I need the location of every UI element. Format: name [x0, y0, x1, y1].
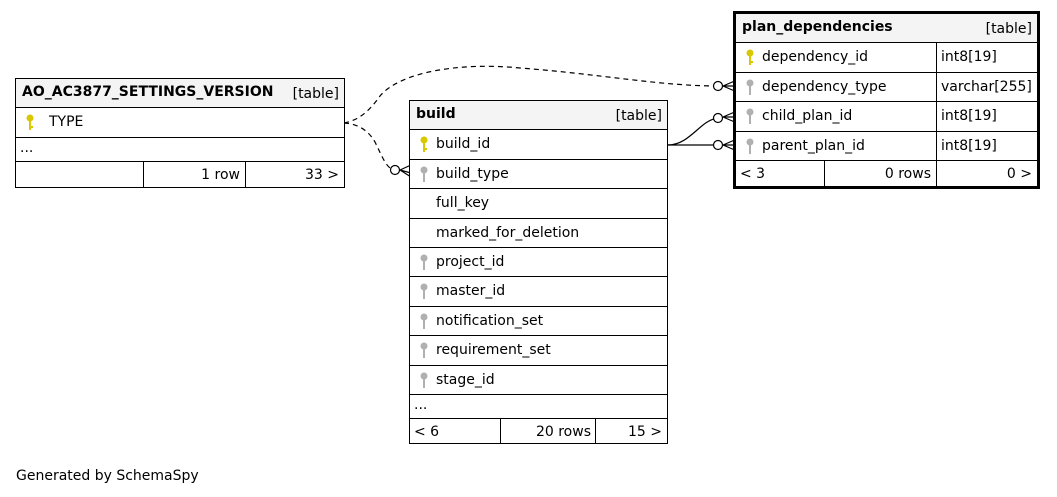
column-name: stage_id: [436, 371, 495, 388]
more-columns-row: ...: [16, 138, 344, 162]
footer-rowcount: 1 row: [201, 166, 240, 183]
column-row[interactable]: parent_plan_id int8[19]: [736, 131, 1037, 161]
foreign-key-icon: [420, 283, 428, 300]
table-ao-settings-version[interactable]: AO_AC3877_SETTINGS_VERSION [table] TYPE …: [15, 78, 345, 188]
column-row[interactable]: marked_for_deletion: [410, 219, 667, 248]
column-row[interactable]: build_type: [410, 160, 667, 190]
link-end-circle: [712, 112, 724, 124]
footer-parents: 15 >: [628, 423, 662, 440]
column-row[interactable]: master_id: [410, 277, 667, 307]
column-name: TYPE: [49, 114, 84, 131]
column-row[interactable]: dependency_type varchar[255]: [736, 72, 1037, 103]
footer-rowcount: 0 rows: [884, 165, 931, 182]
column-type: int8[19]: [941, 108, 997, 125]
table-footer: 1 row 33 >: [16, 161, 344, 187]
column-type: int8[19]: [941, 137, 997, 154]
column-row[interactable]: dependency_id int8[19]: [736, 43, 1037, 73]
column-name: notification_set: [436, 312, 544, 329]
table-footer: < 6 20 rows 15 >: [410, 418, 667, 443]
foreign-key-icon: [746, 79, 754, 95]
table-header: plan_dependencies [table]: [736, 14, 1037, 44]
table-header: build [table]: [410, 101, 667, 131]
link-end-circle: [712, 80, 724, 92]
column-type: varchar[255]: [941, 78, 1032, 95]
column-name: project_id: [436, 253, 505, 270]
column-row[interactable]: TYPE: [16, 108, 344, 138]
column-name: dependency_id: [762, 49, 869, 66]
primary-key-icon: [420, 136, 428, 153]
table-name: AO_AC3877_SETTINGS_VERSION: [22, 84, 274, 100]
column-name: full_key: [436, 195, 490, 212]
table-kind: [table]: [985, 21, 1032, 37]
column-name: marked_for_deletion: [436, 224, 580, 241]
footer-parents: 33 >: [305, 166, 339, 183]
footer-children: < 6: [414, 423, 440, 440]
foreign-key-icon: [746, 138, 754, 154]
table-header: AO_AC3877_SETTINGS_VERSION [table]: [16, 79, 344, 109]
column-name: build_type: [436, 165, 509, 182]
ellipsis: ...: [20, 139, 34, 156]
link-end-circle: [712, 139, 724, 151]
table-name: plan_dependencies: [742, 19, 893, 35]
foreign-key-icon: [420, 254, 428, 270]
column-row[interactable]: child_plan_id int8[19]: [736, 102, 1037, 132]
footer-rowcount: 20 rows: [535, 423, 591, 440]
primary-key-icon: [746, 49, 754, 66]
table-kind: [table]: [615, 108, 662, 124]
table-plan-dependencies[interactable]: plan_dependencies [table] dependency_id …: [733, 11, 1040, 189]
column-type: int8[19]: [941, 49, 997, 66]
foreign-key-icon: [420, 313, 428, 329]
table-build[interactable]: build [table] build_id build_type full_k…: [409, 100, 668, 444]
link-settings-to-dependency-type: [343, 65, 719, 124]
more-columns-row: ...: [410, 395, 667, 419]
column-row[interactable]: stage_id: [410, 366, 667, 395]
table-name: build: [416, 106, 456, 122]
column-row[interactable]: full_key: [410, 189, 667, 219]
link-end-circle: [389, 164, 401, 176]
footer-parents: 0 >: [1006, 165, 1032, 182]
column-name: parent_plan_id: [762, 137, 865, 154]
column-name: master_id: [436, 283, 506, 300]
link-build-to-child-plan: [667, 117, 719, 146]
column-row[interactable]: notification_set: [410, 307, 667, 337]
column-row[interactable]: requirement_set: [410, 336, 667, 366]
column-name: build_id: [436, 136, 491, 153]
ellipsis: ...: [414, 396, 428, 413]
column-row[interactable]: build_id: [410, 130, 667, 160]
column-row[interactable]: project_id: [410, 248, 667, 278]
foreign-key-icon: [746, 108, 754, 125]
foreign-key-icon: [420, 372, 428, 388]
footer-children: < 3: [740, 165, 766, 182]
column-name: requirement_set: [436, 342, 551, 359]
foreign-key-icon: [420, 342, 428, 359]
table-footer: < 3 0 rows 0 >: [736, 160, 1037, 186]
foreign-key-icon: [420, 166, 428, 182]
generated-by-note: Generated by SchemaSpy: [16, 468, 199, 484]
column-name: dependency_type: [762, 78, 887, 95]
primary-key-icon: [26, 114, 34, 131]
link-settings-to-build-type: [343, 122, 395, 171]
table-kind: [table]: [292, 86, 339, 102]
column-name: child_plan_id: [762, 108, 853, 125]
